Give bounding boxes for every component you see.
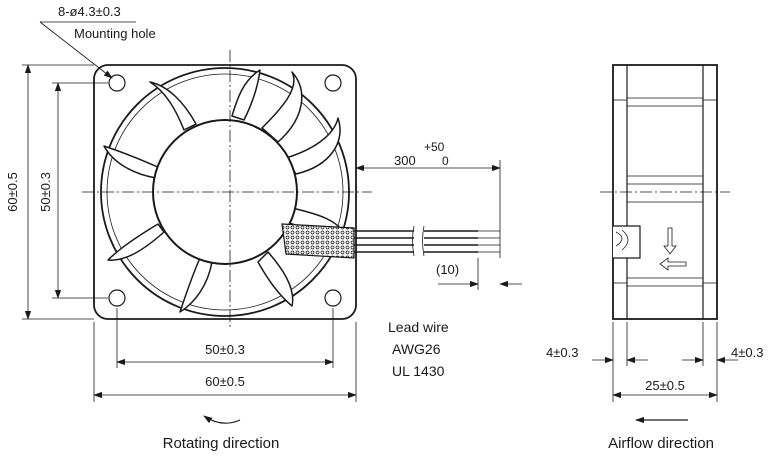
width-overall-value: 60±0.5 — [205, 374, 245, 389]
lead-wire-standard: UL 1430 — [392, 363, 445, 379]
mounting-hole-bottom-left — [108, 289, 126, 307]
mounting-hole-top-left — [108, 74, 126, 92]
dim-height-hole-pitch: 50±0.3 — [38, 82, 108, 299]
dim-height-overall: 60±0.5 — [5, 64, 94, 320]
dim-flange-right: 4±0.3 — [682, 322, 763, 402]
lead-wire-gauge: AWG26 — [392, 341, 441, 357]
mounting-hole-bottom-right — [324, 289, 342, 307]
mounting-hole-top-right — [324, 74, 342, 92]
strip-length-value: (10) — [436, 262, 459, 277]
lead-tolerance-upper: +50 — [424, 140, 445, 154]
blade-7 — [103, 145, 161, 179]
dim-strip-length: (10) — [436, 258, 522, 290]
front-view: 8-ø4.3±0.3 Mounting hole 60±0.5 50±0.3 5… — [5, 4, 522, 452]
flange-right-value: 4±0.3 — [731, 345, 763, 360]
lead-length-value: 300 — [394, 153, 416, 168]
dim-flange-left: 4±0.3 — [546, 322, 648, 366]
blade-8 — [149, 81, 197, 131]
embossed-down-arrow-icon — [663, 227, 677, 255]
blade-4 — [257, 251, 294, 307]
dim-width-overall: 60±0.5 — [93, 322, 357, 402]
rotation-label: Rotating direction — [163, 435, 280, 452]
lead-wires — [354, 225, 500, 257]
mounting-hole-callout: 8-ø4.3±0.3 Mounting hole — [39, 4, 156, 79]
flange-left-value: 4±0.3 — [546, 345, 578, 360]
cable-sleeve — [281, 223, 355, 259]
side-cable-exit — [613, 225, 641, 259]
rotating-direction: Rotating direction — [163, 415, 280, 452]
width-hole-pitch-value: 50±0.3 — [205, 342, 245, 357]
blade-2 — [285, 117, 341, 175]
side-view: 4±0.3 4±0.3 25±0.5 Airflow direction — [546, 64, 763, 452]
embossed-direction-icons — [659, 227, 687, 271]
mounting-hole-label: Mounting hole — [74, 26, 156, 41]
height-hole-pitch-value: 50±0.3 — [38, 172, 53, 212]
rotation-arrow-icon — [203, 415, 241, 424]
dim-depth-overall: 25±0.5 — [612, 366, 718, 402]
lead-wire-title: Lead wire — [388, 319, 449, 335]
blade-5 — [179, 257, 213, 313]
embossed-left-arrow-icon — [659, 257, 687, 271]
mounting-holes — [108, 74, 342, 307]
blade-6 — [107, 223, 165, 261]
mounting-hole-spec: 8-ø4.3±0.3 — [58, 4, 121, 19]
lead-wire-spec: Lead wire AWG26 UL 1430 — [388, 319, 449, 379]
airflow-direction: Airflow direction — [608, 416, 714, 452]
dim-lead-length: 300 +50 0 — [355, 140, 501, 258]
depth-overall-value: 25±0.5 — [645, 378, 685, 393]
dim-width-hole-pitch: 50±0.3 — [116, 308, 334, 368]
blade-9 — [231, 69, 261, 121]
height-overall-value: 60±0.5 — [5, 172, 20, 212]
lead-tolerance-lower: 0 — [442, 154, 449, 168]
airflow-label: Airflow direction — [608, 435, 714, 452]
blade-1 — [261, 71, 303, 143]
